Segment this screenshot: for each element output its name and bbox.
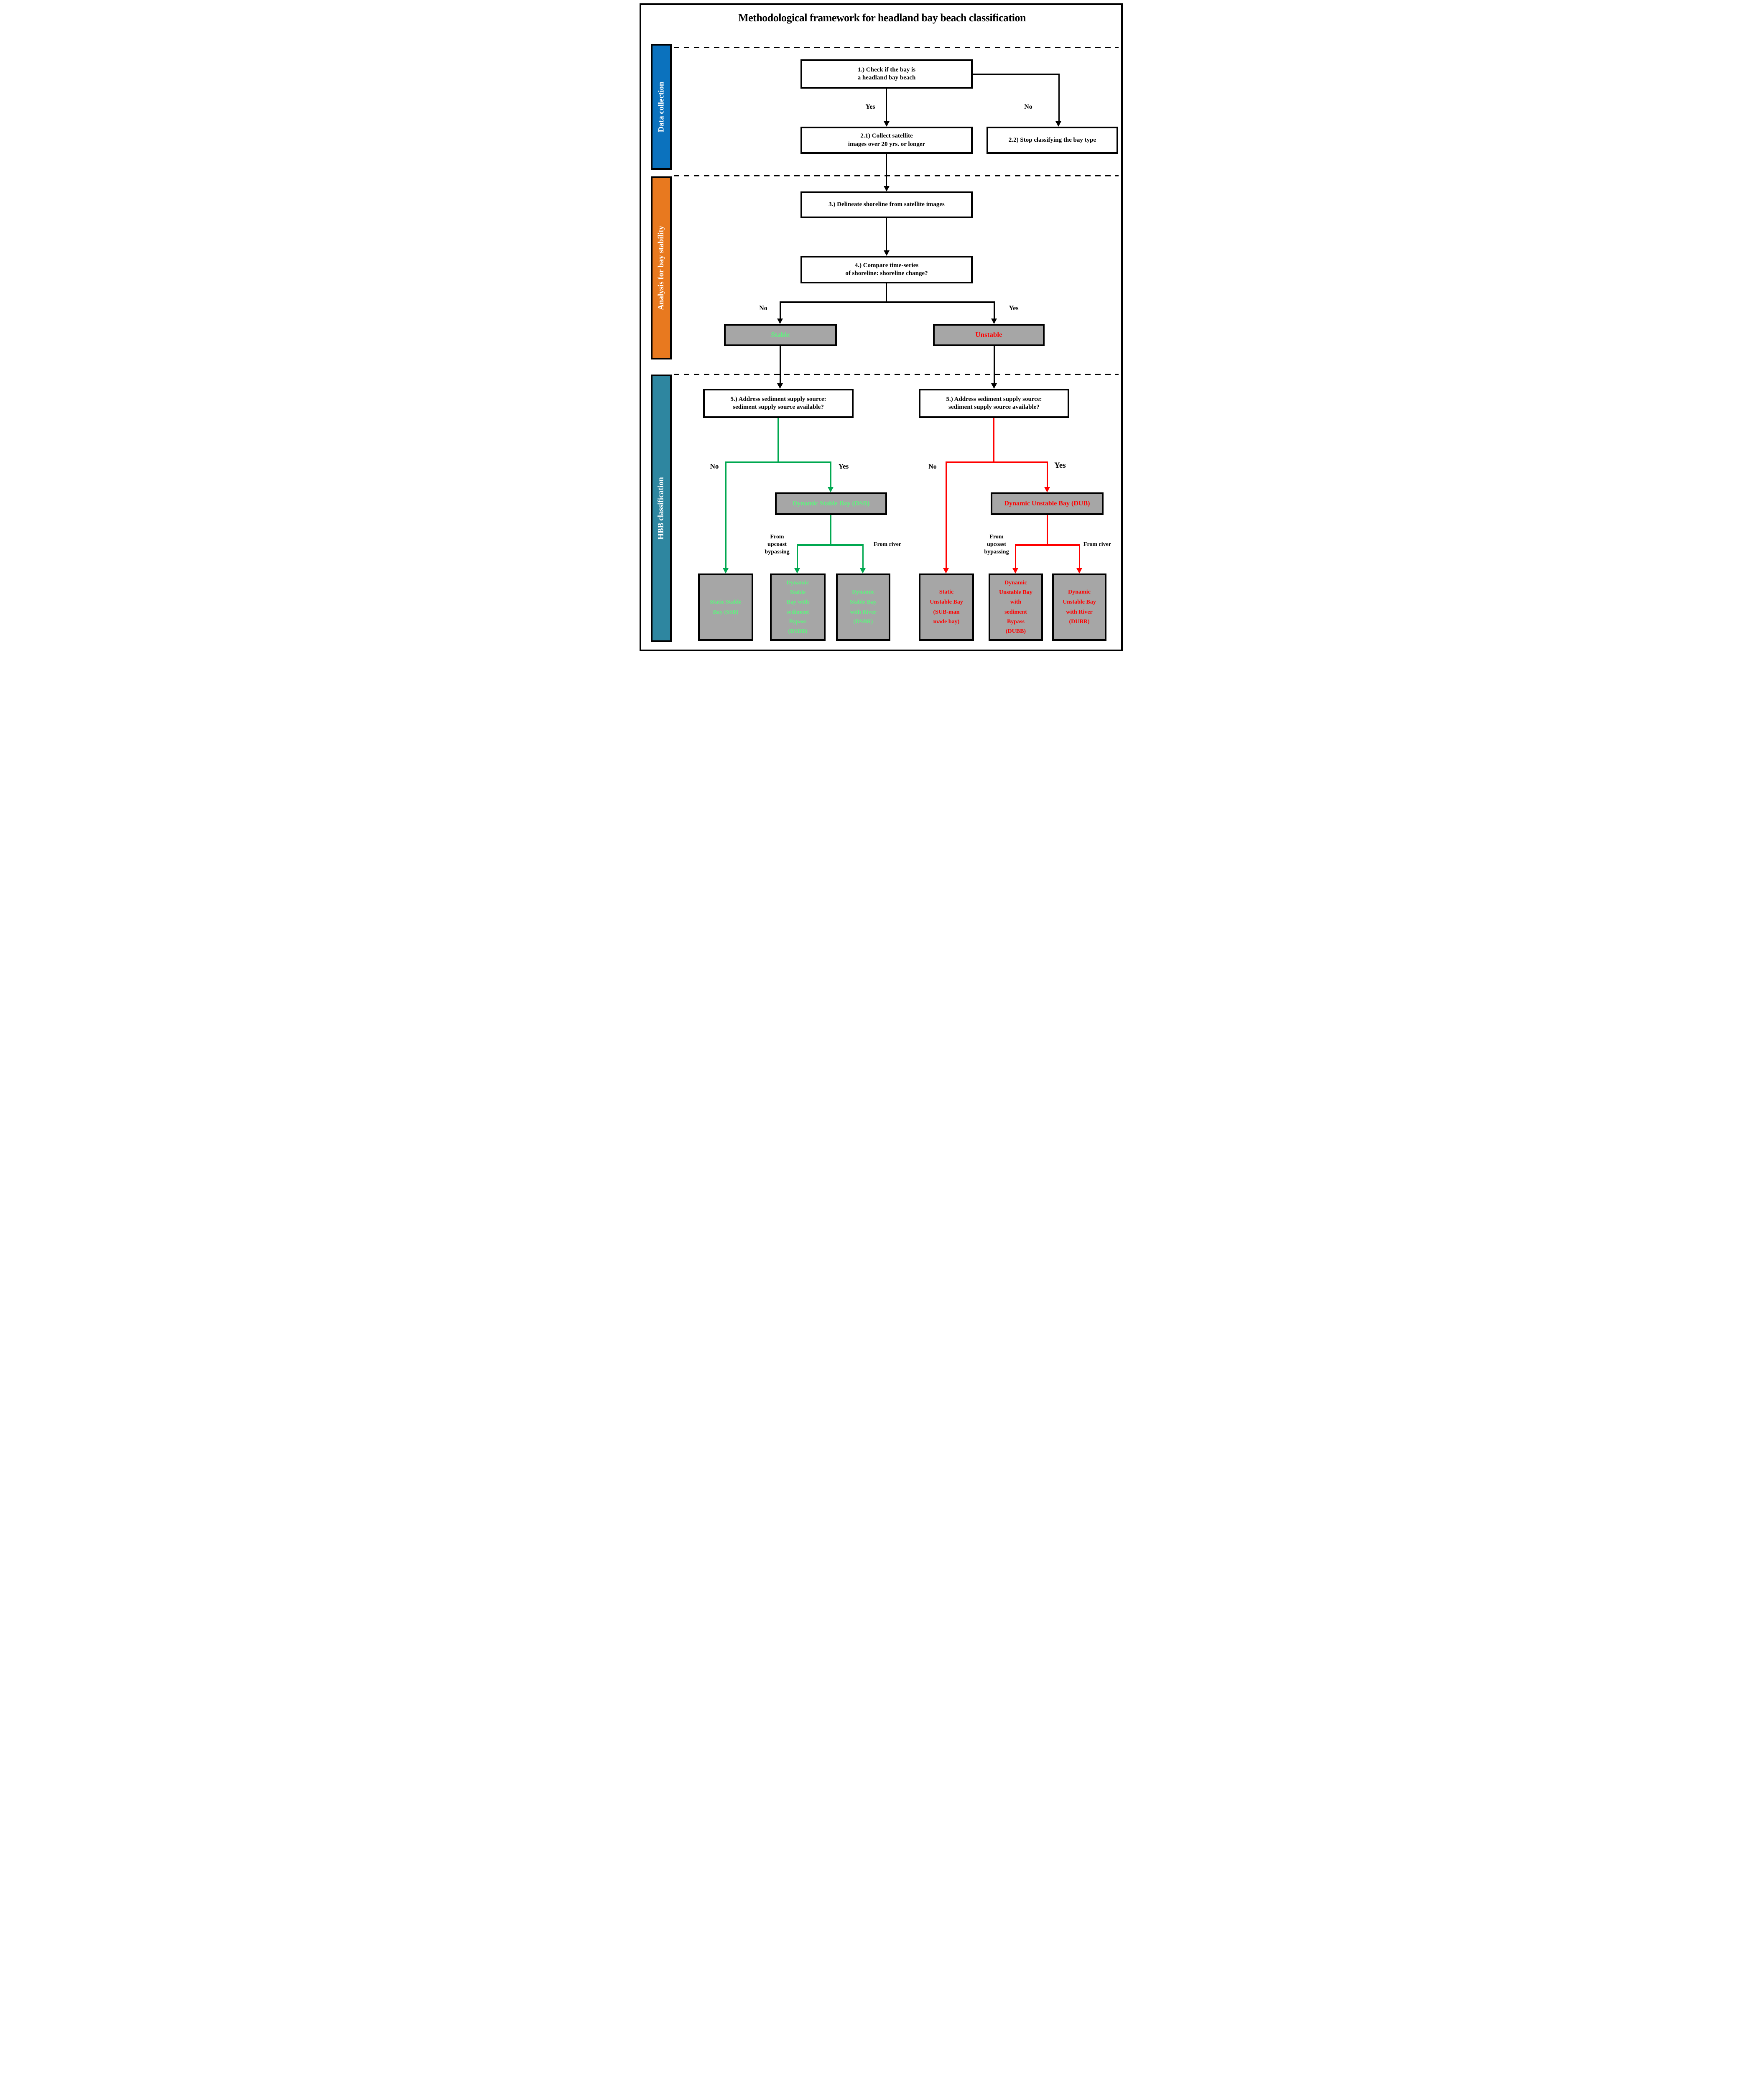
section-label-data-collection: Data collection	[657, 82, 666, 132]
flowchart-canvas: Methodological framework for headland ba…	[636, 0, 1128, 656]
edge-red-branch-1	[946, 461, 1048, 463]
edge-label-from-river-right: From river	[1083, 541, 1111, 548]
edge-to-dsbr	[862, 544, 864, 569]
node-dubb: Dynamic Unstable Bay with sediment Bypas…	[989, 573, 1043, 641]
section-divider-3	[674, 374, 1119, 375]
edge-step5-left-stem	[777, 418, 779, 462]
edge-label-yes-top: Yes	[865, 103, 875, 110]
section-divider-1	[674, 47, 1119, 48]
edge-dsb-stem	[830, 515, 831, 545]
node-dub: Dynamic Unstable Bay (DUB)	[991, 492, 1104, 515]
edge-to-stable	[780, 301, 781, 319]
edge-to-dsbb	[797, 544, 798, 569]
edge-label-yes-mid: Yes	[1009, 305, 1019, 312]
edge-to-dubr	[1079, 544, 1080, 569]
node-step2-2: 2.2) Stop classifying the bay type	[987, 127, 1118, 154]
edge-unstable-to-step5-right	[994, 346, 995, 384]
edge-step2-1-to-step3	[886, 154, 887, 187]
node-dubr: Dynamic Unstable Bay with River (DUBR)	[1052, 573, 1106, 641]
arrowhead-unstable	[991, 319, 997, 324]
arrowhead-dsbb	[794, 568, 800, 573]
node-step5-right: 5.) Address sediment supply source: sedi…	[919, 389, 1069, 418]
edge-stable-to-step5-left	[780, 346, 781, 384]
section-divider-2	[674, 175, 1119, 176]
node-ssb: Static Stable Bay (SSB)	[698, 573, 753, 641]
edge-step1-to-step2-1	[886, 89, 887, 122]
outer-border	[640, 3, 1123, 651]
edge-to-sub	[946, 461, 947, 569]
node-dsbr: Dynamic Stable Bay with River (DSBR)	[836, 573, 890, 641]
node-step1: 1.) Check if the bay is a headland bay b…	[800, 59, 973, 89]
edge-step4-branch	[780, 301, 995, 303]
arrowhead-step2-2	[1055, 121, 1061, 127]
arrowhead-step4	[884, 250, 890, 256]
edge-to-unstable	[994, 301, 995, 319]
arrowhead-step2-1	[884, 121, 890, 127]
edge-to-dubb	[1015, 544, 1016, 569]
arrowhead-step5-right	[991, 383, 997, 389]
edge-step3-to-step4	[886, 218, 887, 251]
edge-label-yes-red: Yes	[1054, 461, 1066, 470]
arrowhead-dsb	[828, 487, 834, 492]
edge-label-no-red: No	[928, 463, 937, 470]
arrowhead-dubr	[1076, 568, 1082, 573]
arrowhead-step3	[884, 186, 890, 191]
edge-red-branch-2	[1015, 544, 1080, 546]
arrowhead-dsbr	[860, 568, 866, 573]
section-bar-hbb-classification: HBB classification	[651, 375, 672, 642]
edge-step5-right-stem	[993, 418, 994, 462]
node-unstable: Unstable	[933, 324, 1045, 346]
edge-label-from-upcoast-right: From upcoast bypassing	[984, 534, 1009, 556]
edge-to-ssb	[725, 461, 727, 569]
edge-green-branch-2	[797, 544, 864, 546]
edge-to-dsb	[830, 461, 831, 488]
node-sub: Static Unstable Bay (SUB-man made bay)	[919, 573, 974, 641]
section-label-hbb-classification: HBB classification	[657, 477, 665, 540]
node-step3: 3.) Delineate shoreline from satellite i…	[800, 191, 973, 218]
edge-label-no-mid: No	[759, 305, 767, 312]
edge-label-no-top: No	[1024, 103, 1032, 110]
edge-label-from-upcoast-left: From upcoast bypassing	[765, 534, 790, 556]
node-dsbb: Dynamic Stable Bay with sediment Bypass …	[770, 573, 826, 641]
edge-step1-to-step2-2-h	[973, 74, 1060, 75]
arrowhead-step5-left	[777, 383, 783, 389]
edge-label-yes-green: Yes	[838, 462, 849, 470]
arrowhead-stable	[777, 319, 783, 324]
node-step5-left: 5.) Address sediment supply source: sedi…	[703, 389, 854, 418]
node-step2-1: 2.1) Collect satellite images over 20 yr…	[800, 127, 973, 154]
section-bar-data-collection: Data collection	[651, 44, 672, 170]
edge-green-branch-1	[725, 461, 831, 463]
section-bar-analysis: Analysis for bay stability	[651, 176, 672, 359]
arrowhead-ssb	[723, 568, 729, 573]
arrowhead-dub	[1044, 487, 1050, 492]
edge-step1-to-step2-2-v	[1058, 74, 1060, 122]
node-dsb: Dynamic Stable Bay (DSB)	[775, 492, 887, 515]
edge-dub-stem	[1047, 515, 1048, 545]
arrowhead-sub	[943, 568, 949, 573]
arrowhead-dubb	[1012, 568, 1018, 573]
node-step4: 4.) Compare time-series of shoreline: sh…	[800, 256, 973, 283]
section-label-analysis: Analysis for bay stability	[657, 226, 666, 310]
edge-label-no-green: No	[710, 462, 719, 470]
edge-label-from-river-left: From river	[873, 541, 902, 548]
node-stable: Stable	[724, 324, 837, 346]
edge-to-dub	[1047, 461, 1048, 488]
edge-step4-stem	[886, 283, 887, 303]
diagram-title: Methodological framework for headland ba…	[738, 12, 1026, 24]
